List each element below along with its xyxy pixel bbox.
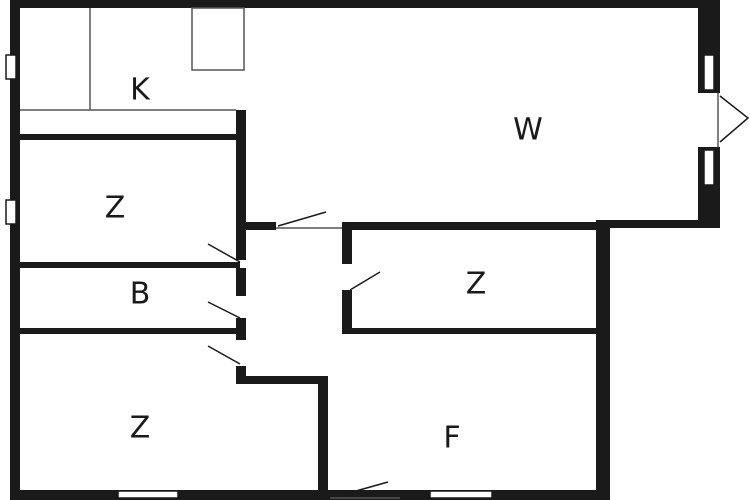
door-room1 [207,243,241,263]
room-label-kitchen: K [130,73,151,108]
room-labels: K W Z B Z Z F [105,73,543,456]
wall-corridor-left-4 [236,366,246,382]
wall-living-lower-2 [342,222,602,230]
window-bottom-2 [429,490,493,499]
wall-room3-left-2 [342,290,352,332]
wall-bath-lower [20,328,240,334]
door-living [277,211,327,227]
windows [5,54,715,499]
door-room2 [207,345,241,365]
wall-top [10,0,720,8]
kitchen-fixtures [20,7,245,111]
wall-left [10,0,20,500]
balcony-door [698,93,750,147]
kitchen-cabinet [191,7,245,71]
door-bath [207,301,241,319]
wall-corridor-left-1 [236,110,246,260]
room-label-bath: B [130,277,151,312]
door-room3 [349,271,381,291]
room-label-hall: F [443,421,460,456]
door-entrance [337,481,389,497]
window-right-1 [703,54,715,91]
door-swings [207,211,400,499]
wall-kitchen-lower [20,134,246,140]
wall-room1-lower [20,262,240,268]
wall-room3-lower [342,328,600,334]
wall-room2-top [236,376,328,384]
wall-right-lower [596,220,610,500]
outer-walls [10,0,720,500]
window-left-2 [5,199,17,225]
room-label-room-1: Z [105,191,126,226]
room-label-room-3: Z [466,267,487,302]
room-label-room-2: Z [130,411,151,446]
room-label-living: W [513,113,543,148]
wall-step [596,220,720,228]
wall-room2-right [318,376,328,500]
window-bottom-1 [117,490,179,499]
wall-room3-left [342,222,352,264]
wall-bottom [10,490,610,500]
window-left-1 [5,54,17,80]
wall-living-lower [236,222,276,230]
window-right-2 [703,149,715,186]
interior-walls [20,110,602,500]
wall-corridor-left-2 [236,268,246,296]
wall-corridor-left-3 [236,318,246,340]
